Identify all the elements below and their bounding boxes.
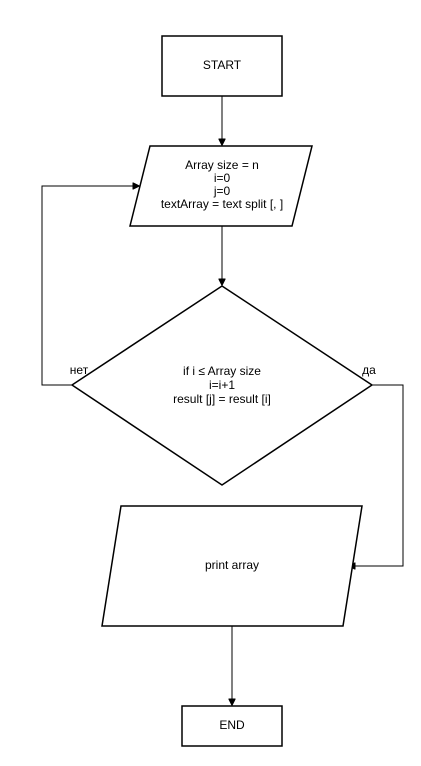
init-line-2: i=0 <box>214 171 231 185</box>
print-node: print array <box>101 505 363 627</box>
decision-line-3: result [j] = result [i] <box>173 392 271 406</box>
start-label: START <box>203 58 242 72</box>
init-line-4: textArray = text split [, ] <box>161 197 283 211</box>
decision-node: if i ≤ Array size i=i+1 result [j] = res… <box>70 285 374 486</box>
decision-line-2: i=i+1 <box>209 378 235 392</box>
edge-no-loop-back <box>41 186 139 386</box>
end-label: END <box>219 718 245 732</box>
init-line-3: j=0 <box>213 184 231 198</box>
print-label: print array <box>205 558 259 572</box>
end-node: END <box>181 705 283 747</box>
start-node: START <box>161 35 283 97</box>
decision-line-1: if i ≤ Array size <box>183 364 261 378</box>
edge-yes-label: да <box>362 363 376 377</box>
init-node: Array size = n i=0 j=0 textArray = text … <box>129 145 313 227</box>
edge-no-label: нет <box>70 363 89 377</box>
edge-yes-to-print <box>349 384 404 566</box>
init-line-1: Array size = n <box>185 158 259 172</box>
